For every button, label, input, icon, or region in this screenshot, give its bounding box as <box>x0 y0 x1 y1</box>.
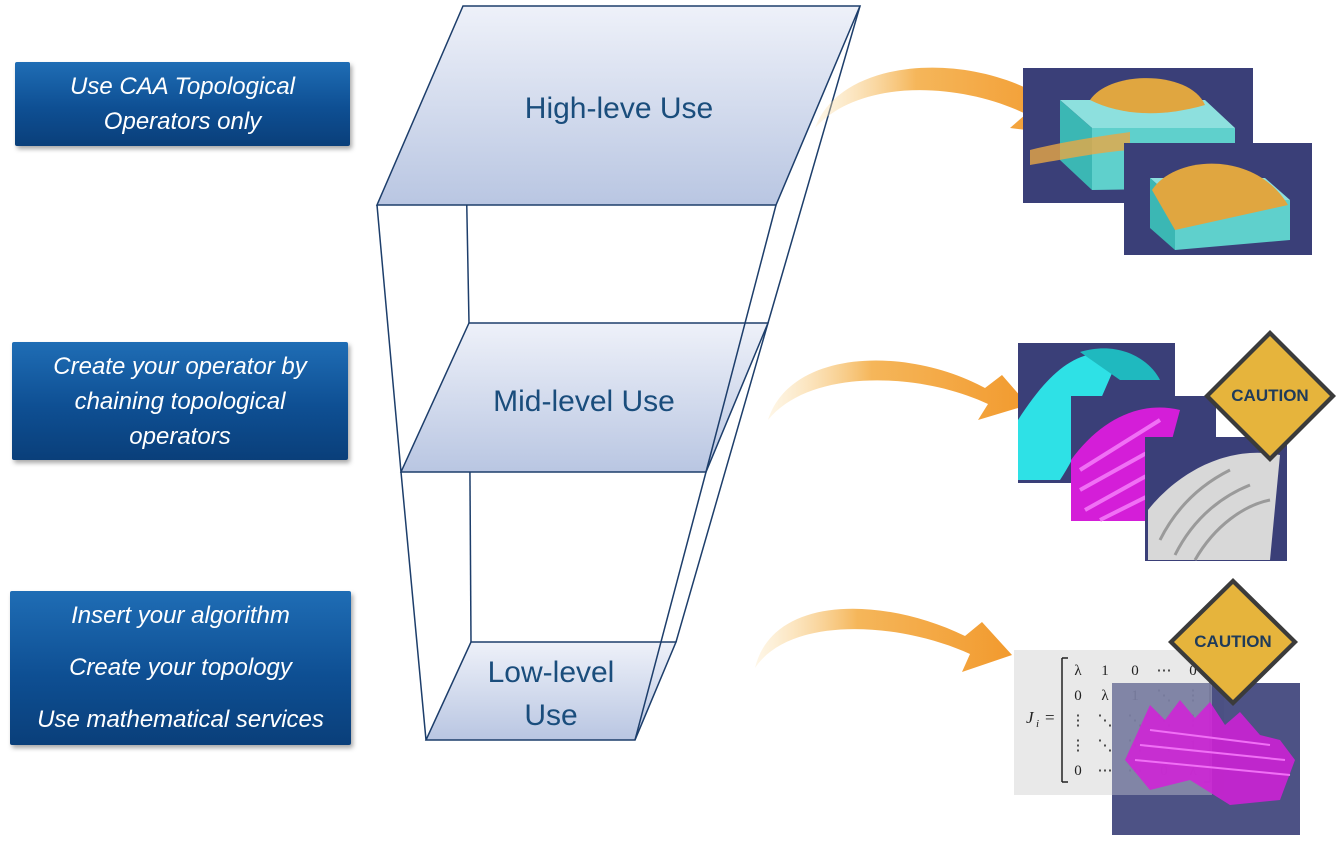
box-mid-line-2: chaining topological <box>74 387 286 415</box>
matrix-r1c3: 0 <box>1131 663 1139 679</box>
box-low-line-3: Use mathematical services <box>37 706 324 733</box>
matrix-r1c2: 1 <box>1101 663 1109 679</box>
matrix-r1c1: λ <box>1074 663 1082 679</box>
render-surface-grey <box>1145 437 1287 561</box>
matrix-r1c4: ⋯ <box>1157 663 1172 679</box>
arrow-mid-level <box>768 360 1028 420</box>
matrix-equals: = <box>1045 708 1055 727</box>
render-extrude-after <box>1124 143 1312 255</box>
label-mid-level: Mid-level Use <box>493 385 675 418</box>
matrix-r1c5: 0 <box>1189 663 1197 679</box>
arrow-low-level <box>755 608 1012 672</box>
funnel-edge-front-right-upper <box>705 204 777 473</box>
funnel-edge-back-right-upper <box>767 5 861 324</box>
matrix-r5c2: ⋯ <box>1098 763 1113 779</box>
caution-sign-low: CAUTION <box>1168 578 1298 706</box>
render-wave-surface <box>1112 683 1300 835</box>
box-mid-line-3: operators <box>129 422 231 450</box>
caution-sign-mid: CAUTION <box>1204 330 1336 462</box>
matrix-r2c1: 0 <box>1074 688 1082 704</box>
box-high-level: Use CAA Topological Operators only <box>15 62 350 146</box>
box-low-line-2: Create your topology <box>69 654 292 681</box>
matrix-lhs: J <box>1026 708 1035 727</box>
box-mid-level: Create your operator by chaining topolog… <box>12 342 348 460</box>
matrix-r4c1: ⋮ <box>1071 738 1086 754</box>
box-low-level: Insert your algorithm Create your topolo… <box>10 591 351 745</box>
funnel-edge-front-left-upper <box>376 204 402 473</box>
arrow-high-level <box>815 67 1068 135</box>
matrix-r3c1: ⋮ <box>1071 713 1086 729</box>
matrix-lhs-sub: i <box>1036 718 1039 730</box>
box-low-line-1: Insert your algorithm <box>71 602 290 629</box>
box-mid-line-1: Create your operator by <box>53 352 307 380</box>
caution-label-low: CAUTION <box>1194 632 1271 651</box>
matrix-r4c2: ⋱ <box>1098 738 1113 754</box>
label-low-level-line-2: Use <box>524 699 577 732</box>
caution-label-mid: CAUTION <box>1231 386 1308 405</box>
funnel-edge-front-left-lower <box>400 471 427 741</box>
box-high-line-1: Use CAA Topological <box>69 73 295 100</box>
matrix-r5c1: 0 <box>1074 763 1082 779</box>
label-high-level: High-leve Use <box>525 92 713 125</box>
box-high-line-2: Operators only <box>103 108 262 135</box>
label-low-level-line-1: Low-level <box>488 656 615 689</box>
matrix-r3c2: ⋱ <box>1098 713 1113 729</box>
funnel-edge-back-right-lower <box>675 322 769 643</box>
matrix-r2c2: λ <box>1101 688 1109 704</box>
funnel-edge-front-right-lower <box>634 471 707 741</box>
